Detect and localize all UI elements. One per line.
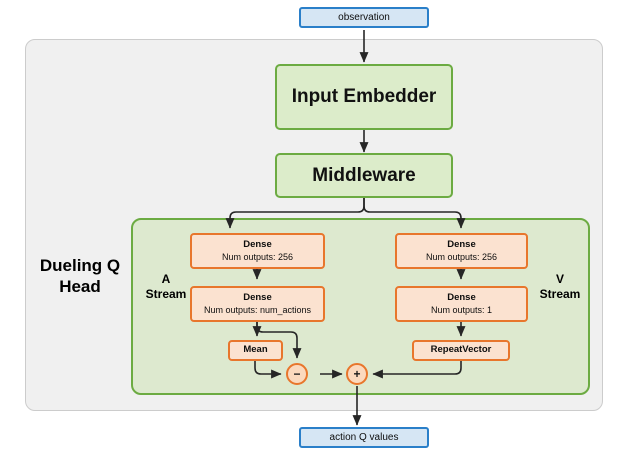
a-dense-256-subtitle: Num outputs: 256 — [221, 251, 294, 262]
repeat-vector-title: RepeatVector — [430, 344, 492, 356]
v-dense-1-title: Dense — [447, 291, 476, 303]
a-stream-label: A Stream — [140, 272, 192, 302]
operator-add[interactable]: + — [346, 363, 368, 385]
edge-a-dense2-to-subtract — [256, 322, 302, 359]
add-symbol: + — [353, 367, 361, 381]
layer-v-dense-1[interactable]: Dense Num outputs: 1 — [395, 286, 528, 322]
block-input-embedder[interactable]: Input Embedder — [275, 64, 453, 130]
edge-repeatvector-to-add — [372, 361, 462, 379]
observation-label: observation — [338, 11, 390, 23]
layer-a-dense-256[interactable]: Dense Num outputs: 256 — [190, 233, 325, 269]
v-stream-line1: V — [555, 272, 564, 286]
block-middleware[interactable]: Middleware — [275, 153, 453, 198]
layer-a-dense-num-actions[interactable]: Dense Num outputs: num_actions — [190, 286, 325, 322]
layer-v-dense-256[interactable]: Dense Num outputs: 256 — [395, 233, 528, 269]
a-dense-num-actions-title: Dense — [243, 291, 272, 303]
a-stream-line2: Stream — [145, 287, 187, 301]
v-dense-1-subtitle: Num outputs: 1 — [430, 304, 493, 315]
subtract-symbol: − — [293, 367, 301, 381]
input-embedder-label: Input Embedder — [291, 86, 437, 108]
a-stream-line1: A — [161, 272, 171, 286]
edge-mean-to-subtract — [254, 361, 282, 379]
v-stream-line2: Stream — [539, 287, 581, 301]
middleware-label: Middleware — [312, 164, 416, 186]
v-dense-256-title: Dense — [447, 238, 476, 250]
a-dense-256-title: Dense — [243, 238, 272, 250]
mean-title: Mean — [243, 344, 268, 356]
action-q-values-label: action Q values — [329, 431, 399, 443]
dueling-q-head-label: Dueling Q Head — [30, 255, 130, 298]
v-stream-label: V Stream — [534, 272, 586, 302]
a-dense-num-actions-subtitle: Num outputs: num_actions — [203, 304, 312, 315]
dueling-q-head-text: Dueling Q Head — [39, 256, 121, 297]
layer-repeat-vector[interactable]: RepeatVector — [412, 340, 510, 361]
io-node-action-q-values[interactable]: action Q values — [299, 427, 429, 448]
edge-middleware-to-v-dense1 — [363, 198, 466, 229]
io-node-observation[interactable]: observation — [299, 7, 429, 28]
v-dense-256-subtitle: Num outputs: 256 — [425, 251, 498, 262]
edge-middleware-to-a-dense1 — [225, 198, 365, 229]
layer-mean[interactable]: Mean — [228, 340, 283, 361]
operator-subtract[interactable]: − — [286, 363, 308, 385]
